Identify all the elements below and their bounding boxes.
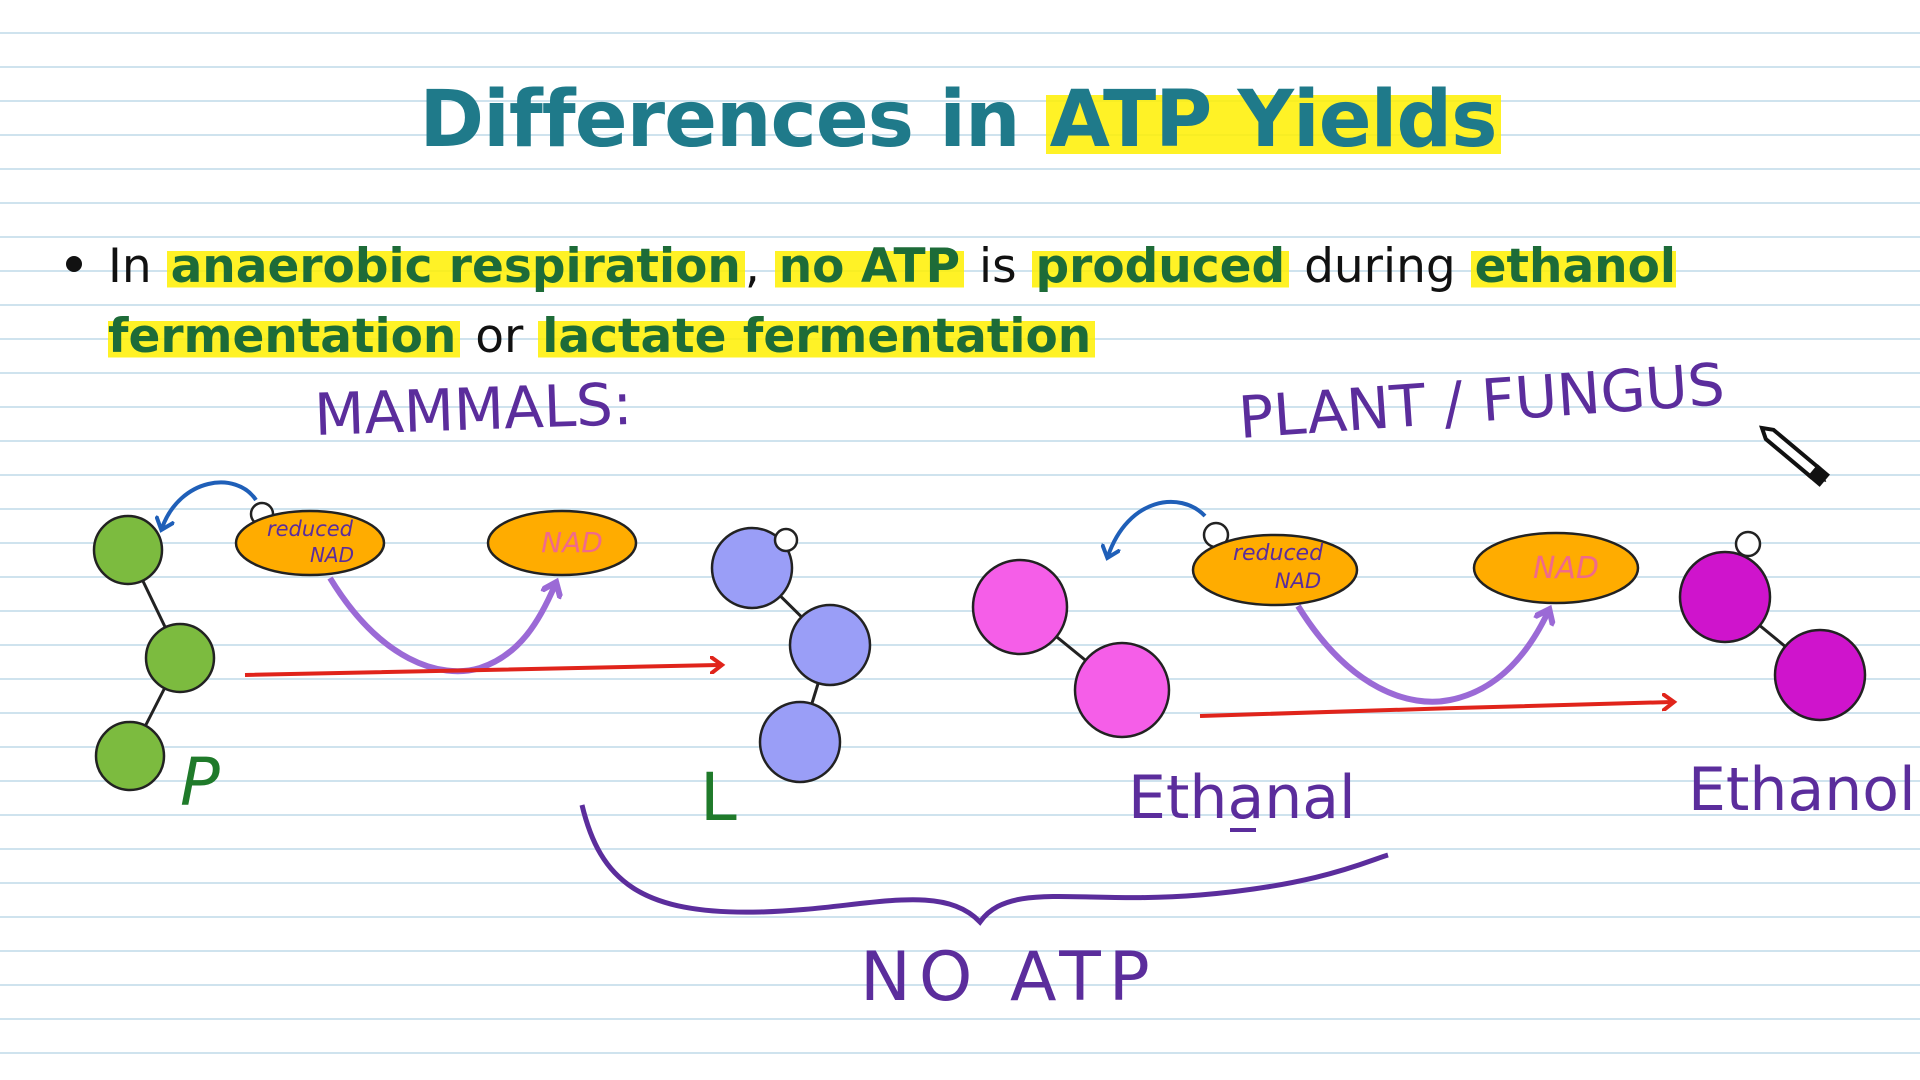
pen-cursor-icon bbox=[1759, 425, 1830, 487]
left-nad-oval bbox=[486, 509, 638, 577]
pyruvate-carbon-2 bbox=[144, 622, 216, 694]
left-nad-label: NAD bbox=[541, 526, 603, 559]
ethanal-label: Ethanal bbox=[1128, 763, 1356, 833]
ethanol-molecule bbox=[1678, 530, 1867, 722]
lactate-carbon-3 bbox=[758, 700, 842, 784]
pyruvate-label: P bbox=[180, 744, 220, 821]
no-atp-brace bbox=[579, 804, 1389, 926]
ethanol-carbon-2 bbox=[1773, 628, 1867, 722]
title-part1: Differences in bbox=[419, 75, 1046, 165]
pyruvate-molecule bbox=[92, 514, 216, 792]
ethanal-molecule bbox=[971, 558, 1171, 739]
bullet-text: In anaerobic respiration, no ATP is prod… bbox=[108, 232, 1688, 372]
ethanol-hydrogen-dot bbox=[1734, 530, 1762, 558]
right-reaction-arrow bbox=[1199, 702, 1672, 718]
right-reduced-nad-oval bbox=[1191, 533, 1359, 607]
right-nad-regeneration-arrow bbox=[1295, 604, 1548, 705]
no-atp-label: NO ATP bbox=[860, 938, 1158, 1017]
right-nad-label: NAD bbox=[1533, 551, 1599, 586]
left-reduced-nad-oval bbox=[234, 509, 386, 577]
ethanal-carbon-1 bbox=[971, 558, 1069, 656]
lactate-molecule bbox=[710, 526, 872, 784]
left-reaction-arrow bbox=[244, 665, 720, 677]
bullet-dot bbox=[66, 256, 82, 272]
bullet-s3: , bbox=[744, 239, 775, 294]
mammals-label: MAMMALS: bbox=[313, 370, 633, 449]
ethanol-label: Ethanol bbox=[1688, 755, 1916, 825]
lactate-label: L bbox=[700, 759, 737, 836]
ethanal-carbon-2 bbox=[1073, 641, 1171, 739]
bullet-s7: during bbox=[1289, 239, 1471, 294]
bullet-no-atp: no ATP bbox=[774, 239, 965, 294]
right-nad-oval bbox=[1472, 531, 1640, 605]
left-reduced-nad-line1: reduced bbox=[267, 517, 354, 541]
lactate-carbon-1 bbox=[710, 526, 794, 610]
pyruvate-carbon-3 bbox=[94, 720, 166, 792]
title-highlight: ATP Yields bbox=[1045, 75, 1501, 165]
slide-title: Differences in ATP Yields bbox=[0, 75, 1920, 165]
plant-fungus-label: PLANT / FUNGUS bbox=[1236, 350, 1727, 452]
right-reduced-nad-line1: reduced bbox=[1233, 541, 1324, 566]
left-reduced-nad-line2: NAD bbox=[310, 543, 354, 567]
ethanol-carbon-1 bbox=[1678, 550, 1772, 644]
bullet-s1: In bbox=[108, 239, 167, 294]
lactate-hydrogen-dot bbox=[773, 527, 799, 553]
left-nad-regeneration-arrow bbox=[327, 576, 555, 675]
pyruvate-carbon-1 bbox=[92, 514, 164, 586]
lactate-carbon-2 bbox=[788, 603, 872, 687]
bullet-s5: is bbox=[964, 239, 1032, 294]
left-hydrogen-transfer-arrow bbox=[162, 480, 258, 528]
bullet-produced: produced bbox=[1031, 239, 1290, 294]
bullet-s9: or bbox=[460, 309, 539, 364]
right-hydrogen-transfer-arrow bbox=[1108, 499, 1207, 556]
bullet-anaerobic: anaerobic respiration bbox=[166, 239, 745, 294]
right-reduced-nad-line2: NAD bbox=[1275, 569, 1321, 593]
bullet-lactate-fermentation: lactate fermentation bbox=[538, 309, 1096, 364]
